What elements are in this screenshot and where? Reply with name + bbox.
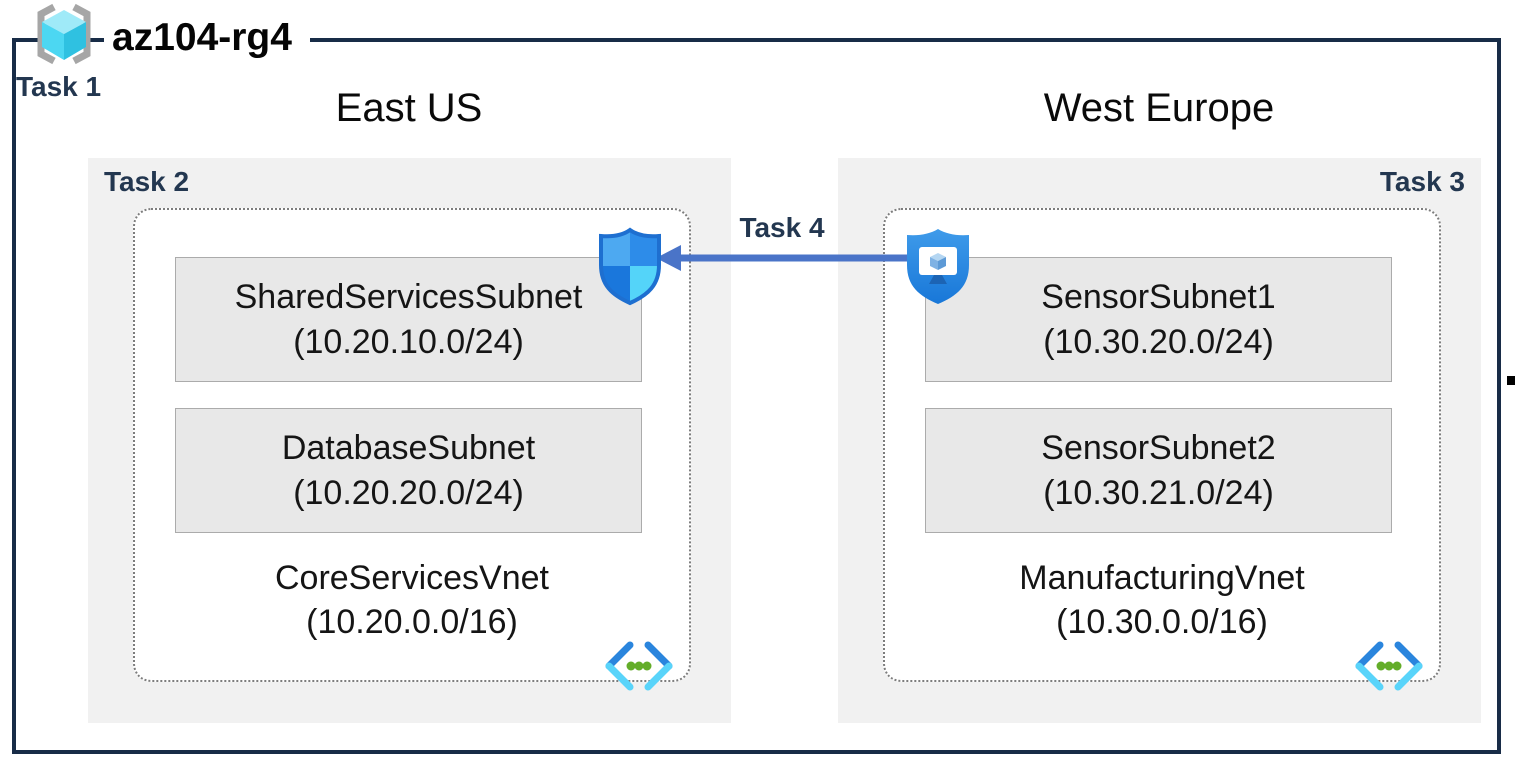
subnet-cidr: (10.20.20.0/24)	[293, 473, 524, 512]
virtual-network-icon	[1355, 641, 1423, 691]
vnet-cidr: (10.30.0.0/16)	[1056, 603, 1268, 642]
virtual-network-icon	[605, 641, 673, 691]
region-title-east-us: East US	[335, 86, 483, 130]
edge-tick-mark	[1507, 376, 1515, 385]
vnet-name: CoreServicesVnet	[274, 559, 549, 597]
task3-label: Task 3	[1379, 166, 1465, 197]
region-title-west-europe: West Europe	[1043, 86, 1275, 130]
subnet-name: SensorSubnet1	[1041, 278, 1276, 317]
subnet-sharedservices: SharedServicesSubnet (10.20.10.0/24)	[175, 257, 642, 382]
vnet-cidr: (10.20.0.0/16)	[306, 603, 518, 642]
region-box-east-us: Task 2 SharedServicesSubnet (10.20.10.0/…	[88, 158, 731, 723]
subnet-cidr: (10.30.20.0/24)	[1043, 322, 1274, 361]
shield-monitor-icon	[907, 229, 969, 304]
task4-label: Task 4	[739, 212, 825, 243]
subnet-name: SharedServicesSubnet	[234, 278, 583, 317]
vnet-boundary-manufacturing: SensorSubnet1 (10.30.20.0/24) SensorSubn…	[883, 208, 1441, 691]
resource-group-title: az104-rg4	[104, 14, 310, 63]
vnet-label-manufacturing: ManufacturingVnet (10.30.0.0/16)	[885, 556, 1439, 644]
nsg-shield-icon	[599, 227, 661, 306]
resource-group-border	[12, 38, 1501, 754]
subnet-cidr: (10.20.10.0/24)	[293, 322, 524, 361]
subnet-cidr: (10.30.21.0/24)	[1043, 473, 1274, 512]
resource-group-icon	[37, 3, 91, 65]
region-box-west-europe: Task 3 SensorSubnet1 (10.30.20.0/24) Sen…	[838, 158, 1481, 723]
vnet-name: ManufacturingVnet	[1019, 559, 1305, 597]
task2-label: Task 2	[104, 166, 190, 197]
subnet-name: SensorSubnet2	[1041, 429, 1276, 468]
subnet-database: DatabaseSubnet (10.20.20.0/24)	[175, 408, 642, 533]
vnet-boundary-coreservices: SharedServicesSubnet (10.20.10.0/24) Dat…	[133, 208, 691, 691]
vnet-label-coreservices: CoreServicesVnet (10.20.0.0/16)	[135, 556, 689, 644]
subnet-name: DatabaseSubnet	[281, 429, 536, 468]
subnet-sensor2: SensorSubnet2 (10.30.21.0/24)	[925, 408, 1392, 533]
peering-arrow	[656, 245, 907, 271]
subnet-sensor1: SensorSubnet1 (10.30.20.0/24)	[925, 257, 1392, 382]
task1-label: Task 1	[16, 71, 102, 102]
